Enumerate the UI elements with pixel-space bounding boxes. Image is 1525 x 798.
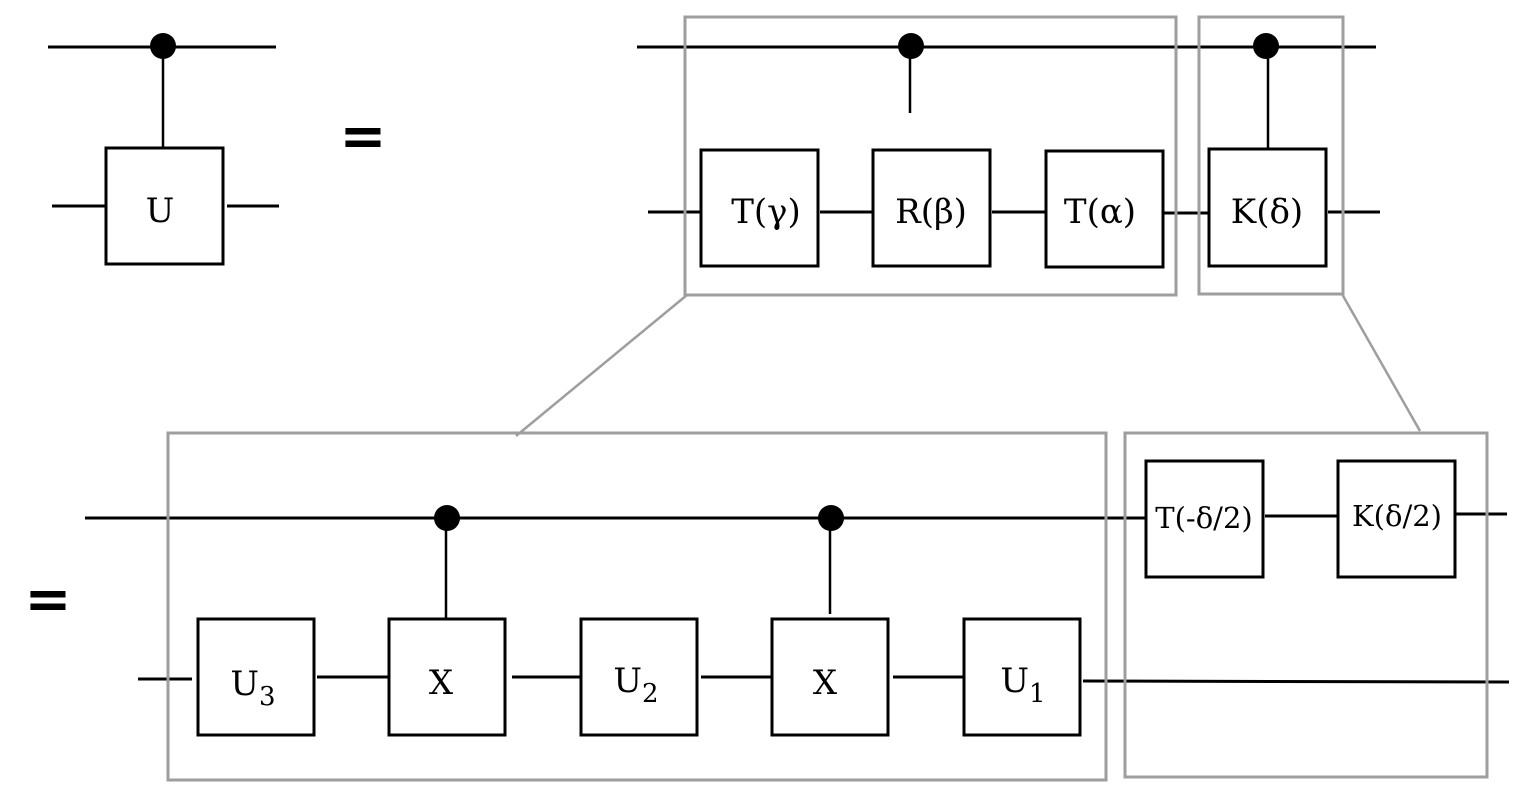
- gate-t-alpha-label: T(α): [1064, 192, 1136, 232]
- expansion-connector-left: [515, 294, 688, 437]
- gate-t-minus-half-delta-label: T(-δ/2): [1155, 501, 1252, 535]
- target-wire: [1082, 679, 1510, 684]
- gate-r-beta: [871, 148, 992, 268]
- control-dot: [434, 505, 460, 531]
- bottom-circuit: U3 X U2 X U1 T(-δ/2) K(δ/2): [85, 431, 1510, 782]
- gate-u3-label: U3: [230, 664, 275, 712]
- gate-t-alpha: [1044, 149, 1165, 269]
- gate-u-label: U: [146, 191, 175, 231]
- controlled-u-circuit: U: [48, 33, 279, 266]
- gate-x-2-label: X: [813, 663, 838, 703]
- gate-x-1: [387, 617, 507, 737]
- gate-x-2: [770, 617, 890, 737]
- gate-k-half-delta: [1336, 459, 1457, 579]
- gate-u: [104, 146, 225, 266]
- gate-t-gamma-label: T(γ): [731, 192, 801, 232]
- gate-u2: [579, 617, 699, 737]
- control-dot: [1253, 33, 1279, 59]
- gate-x-1-label: X: [429, 663, 454, 703]
- gate-u1-label: U1: [1000, 661, 1045, 709]
- equals-sign-2: =: [25, 567, 72, 632]
- gate-k-delta: [1207, 147, 1328, 268]
- group-box-k-decomposition: [1123, 431, 1489, 779]
- group-box-k: [1197, 15, 1345, 296]
- equals-sign-1: =: [340, 104, 387, 169]
- group-box-trt: [683, 15, 1178, 297]
- gate-r-beta-label: R(β): [895, 192, 967, 232]
- top-right-circuit: T(γ) R(β) T(α) K(δ): [637, 15, 1380, 297]
- gate-t-gamma: [699, 148, 820, 268]
- gate-u2-label: U2: [613, 661, 658, 709]
- gate-k-delta-label: K(δ): [1231, 192, 1303, 232]
- group-box-decomposition: [166, 431, 1108, 782]
- gate-u3: [196, 617, 316, 737]
- gate-u1: [962, 617, 1082, 737]
- control-dot: [150, 33, 176, 59]
- gate-k-half-delta-label: K(δ/2): [1352, 499, 1442, 533]
- expansion-connector-right: [1340, 293, 1422, 432]
- control-dot: [898, 33, 924, 59]
- gate-t-minus-half-delta: [1144, 459, 1265, 579]
- control-dot: [818, 505, 844, 531]
